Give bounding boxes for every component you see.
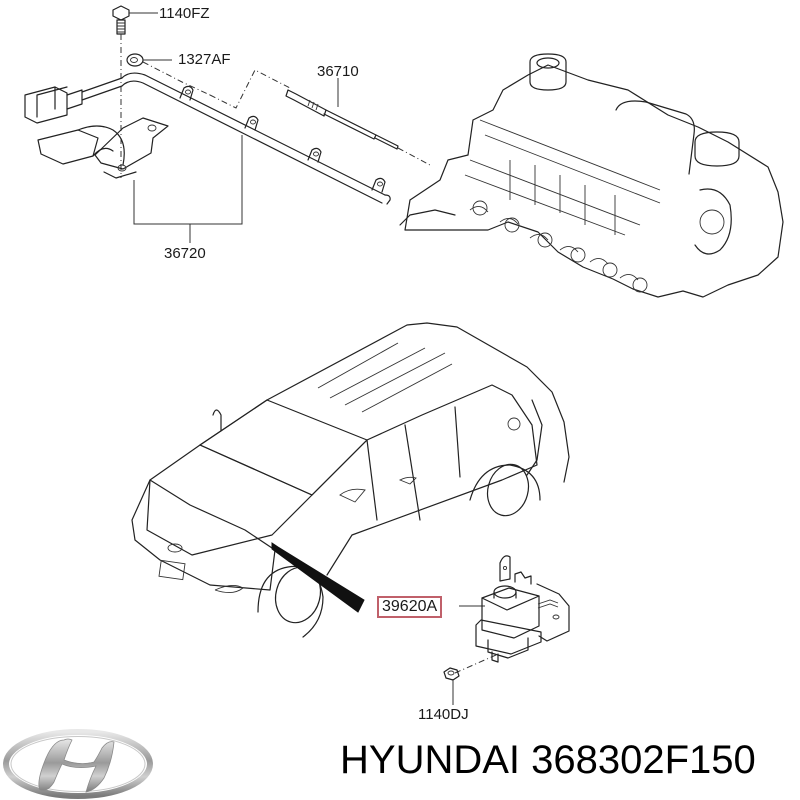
callout-36710: 36710 <box>317 63 359 80</box>
vehicle-illustration <box>131 322 570 638</box>
bolt-icon <box>112 5 130 35</box>
part-title: HYUNDAI 368302F150 <box>340 738 756 782</box>
nut-icon <box>443 667 460 681</box>
engine-illustration <box>399 53 784 298</box>
harness-rail <box>121 72 391 205</box>
connector-icon <box>24 77 123 124</box>
location-pointer <box>271 542 365 613</box>
callout-39620a: 39620A <box>377 596 443 618</box>
nut-icon <box>126 53 144 67</box>
hyundai-logo-icon <box>3 729 153 799</box>
callout-1327af: 1327AF <box>178 51 231 68</box>
bracket-icon <box>37 117 169 179</box>
glow-relay-icon <box>475 555 570 663</box>
glow-plug-icon <box>285 89 399 150</box>
callout-1140dj: 1140DJ <box>418 706 469 723</box>
callout-36720: 36720 <box>164 245 206 262</box>
callout-1140fz: 1140FZ <box>159 5 210 22</box>
